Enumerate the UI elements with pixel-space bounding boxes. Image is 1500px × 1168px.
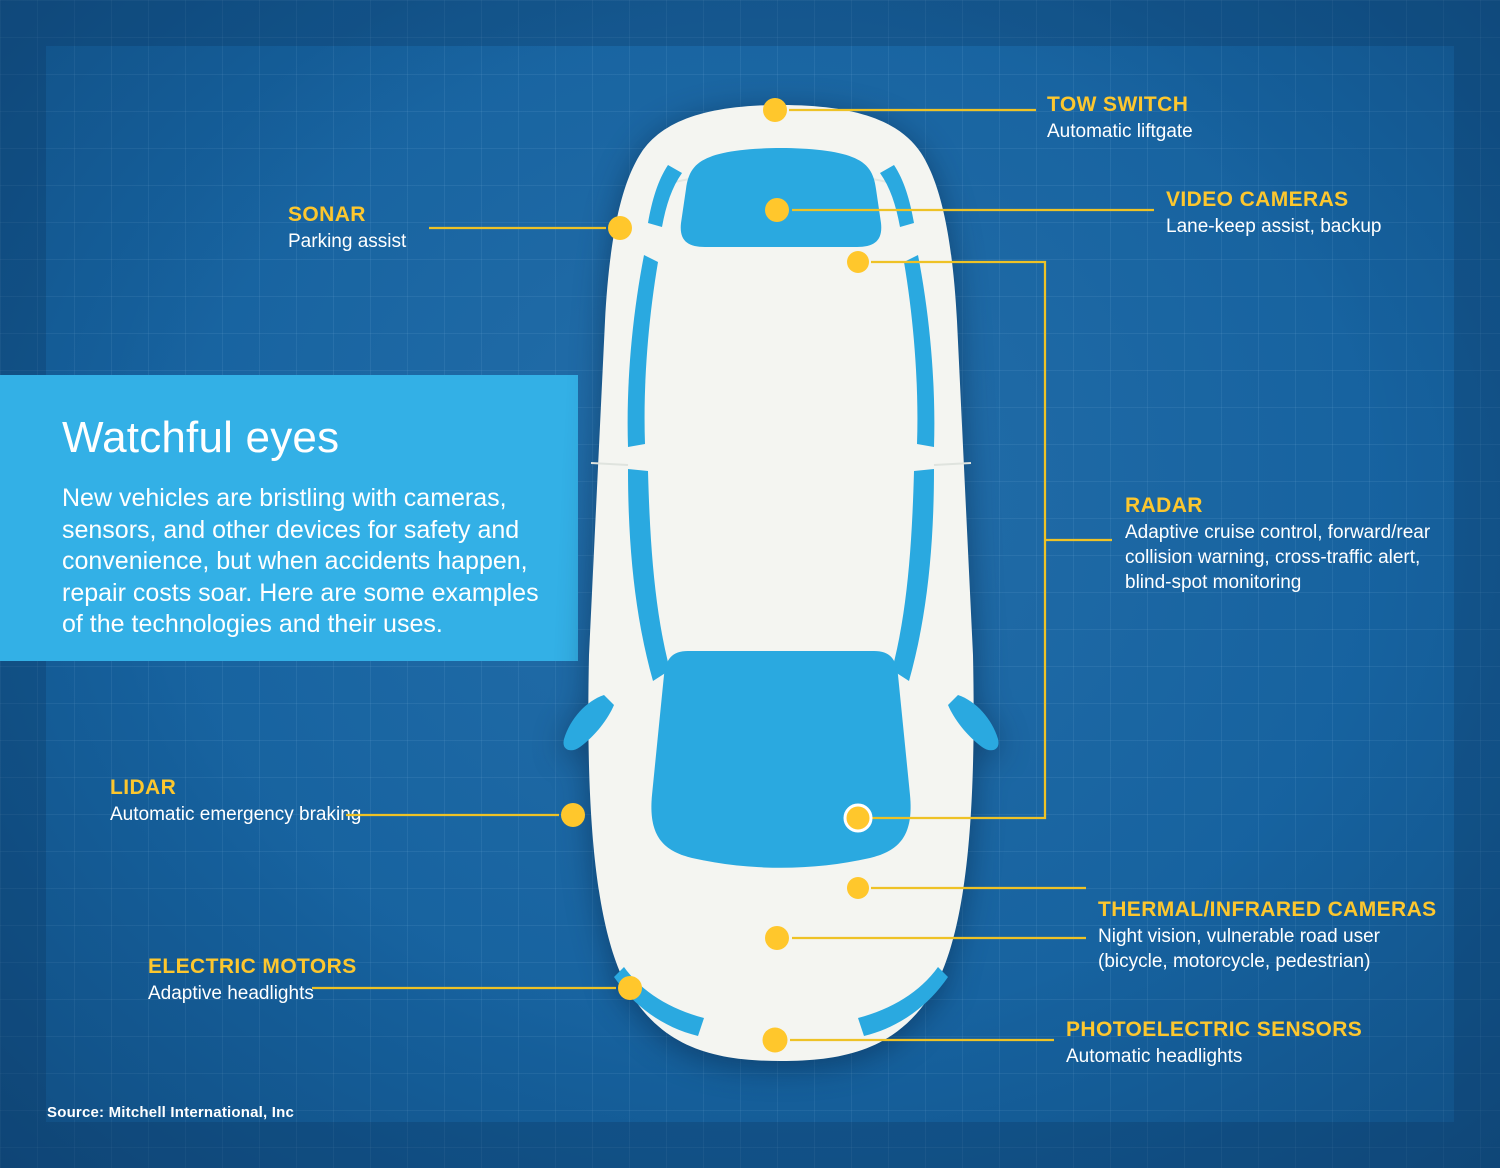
label-lidar: LIDAR Automatic emergency braking bbox=[110, 774, 361, 827]
source-credit: Source: Mitchell International, Inc bbox=[47, 1104, 295, 1121]
door-seam-left bbox=[590, 462, 629, 466]
thermal-infrared-title: THERMAL/INFRARED CAMERAS bbox=[1098, 898, 1437, 921]
thermal-infrared-desc: Night vision, vulnerable road user (bicy… bbox=[1098, 926, 1380, 972]
intro-panel: Watchful eyes New vehicles are bristling… bbox=[0, 375, 578, 661]
label-video-cameras: VIDEO CAMERAS Lane-keep assist, backup bbox=[1166, 186, 1381, 239]
lidar-title: LIDAR bbox=[110, 776, 177, 799]
side-window-left-rear bbox=[627, 255, 658, 447]
windshield bbox=[651, 651, 911, 868]
video-cameras-title: VIDEO CAMERAS bbox=[1166, 188, 1349, 211]
photoelectric-desc: Automatic headlights bbox=[1066, 1046, 1243, 1067]
video-cameras-desc: Lane-keep assist, backup bbox=[1166, 216, 1382, 237]
photoelectric-title: PHOTOELECTRIC SENSORS bbox=[1066, 1018, 1363, 1041]
label-photoelectric-sensors: PHOTOELECTRIC SENSORS Automatic headligh… bbox=[1066, 1016, 1362, 1069]
label-tow-switch: TOW SWITCH Automatic liftgate bbox=[1047, 91, 1193, 144]
headlight-right bbox=[858, 967, 948, 1036]
label-radar: RADAR Adaptive cruise control, forward/r… bbox=[1125, 492, 1445, 595]
label-sonar: SONAR Parking assist bbox=[288, 201, 406, 254]
rear-quarter-window-left bbox=[648, 165, 682, 227]
car-svg bbox=[563, 105, 999, 1061]
label-thermal-infrared-cameras: THERMAL/INFRARED CAMERAS Night vision, v… bbox=[1098, 896, 1437, 974]
lidar-desc: Automatic emergency braking bbox=[110, 804, 362, 825]
radar-title: RADAR bbox=[1125, 494, 1203, 517]
intro-text: New vehicles are bristling with cameras,… bbox=[62, 484, 539, 638]
tow-switch-desc: Automatic liftgate bbox=[1047, 121, 1193, 142]
page-title: Watchful eyes bbox=[62, 413, 340, 462]
electric-motors-desc: Adaptive headlights bbox=[148, 983, 314, 1004]
sonar-desc: Parking assist bbox=[288, 231, 407, 252]
rear-quarter-window-right bbox=[880, 165, 914, 227]
car-top-view-illustration bbox=[558, 95, 1004, 1065]
sonar-title: SONAR bbox=[288, 203, 366, 226]
side-mirror-left bbox=[563, 695, 614, 751]
rear-window bbox=[680, 148, 882, 247]
radar-desc: Adaptive cruise control, forward/rear co… bbox=[1125, 522, 1431, 593]
side-window-left-front bbox=[628, 469, 670, 681]
tow-switch-title: TOW SWITCH bbox=[1047, 93, 1189, 116]
label-electric-motors: ELECTRIC MOTORS Adaptive headlights bbox=[148, 953, 357, 1006]
electric-motors-title: ELECTRIC MOTORS bbox=[148, 955, 357, 978]
